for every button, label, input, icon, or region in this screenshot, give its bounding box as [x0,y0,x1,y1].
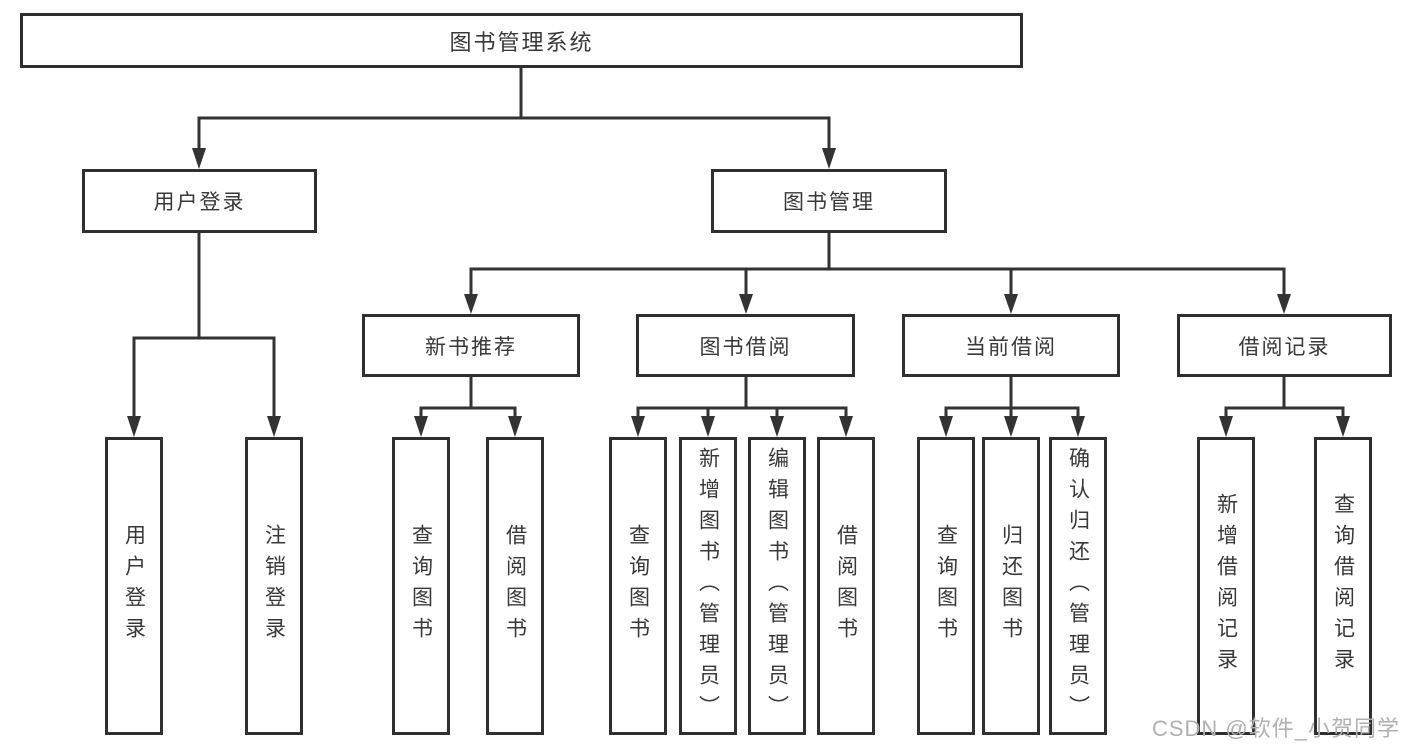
node-label: 借阅记录 [1238,335,1331,359]
node-label: 借阅图书 [503,524,527,648]
node-label: 确认归还（管理员） [1066,446,1090,726]
node-label: 新增借阅记录 [1214,493,1238,679]
leaf-query-books-current: 查询图书 [917,437,975,735]
node-label: 用户登录 [153,191,246,214]
node-new-book-recommend: 新书推荐 [362,314,580,377]
node-book-borrowing: 图书借阅 [636,314,855,377]
node-book-management: 图书管理 [711,169,947,233]
leaf-edit-book-admin: 编辑图书（管理员） [748,437,806,735]
node-label: 用户登录 [122,524,146,648]
node-label: 注销登录 [262,524,286,648]
node-label: 图书借阅 [699,335,792,359]
leaf-confirm-return-admin: 确认归还（管理员） [1049,437,1107,735]
node-user-login: 用户登录 [82,169,317,233]
node-current-borrowing: 当前借阅 [902,314,1120,377]
leaf-query-books-recommend: 查询图书 [392,437,450,735]
leaf-add-book-admin: 新增图书（管理员） [679,437,737,735]
csdn-watermark: CSDN @软件_小贺同学 [1151,716,1400,741]
node-borrowing-records: 借阅记录 [1177,314,1392,377]
leaf-add-borrow-record: 新增借阅记录 [1197,437,1255,735]
node-label: 查询图书 [626,524,650,648]
node-label: 图书管理系统 [449,29,594,55]
leaf-borrow-books-recommend: 借阅图书 [486,437,544,735]
node-label: 新书推荐 [425,335,517,359]
leaf-query-books-borrow: 查询图书 [609,437,667,735]
node-label: 新增图书（管理员） [696,446,720,726]
node-label: 查询借阅记录 [1331,493,1355,679]
node-label: 当前借阅 [965,335,1057,359]
leaf-query-borrow-record: 查询借阅记录 [1314,437,1372,735]
leaf-user-login: 用户登录 [105,437,163,735]
tree-edge-lines [132,66,1345,420]
node-label: 编辑图书（管理员） [765,446,789,726]
node-label: 借阅图书 [834,524,858,648]
node-library-management-system: 图书管理系统 [20,13,1023,68]
node-label: 图书管理 [783,191,875,214]
leaf-logout: 注销登录 [245,437,303,735]
node-label: 查询图书 [409,524,433,648]
leaf-borrow-books: 借阅图书 [817,437,875,735]
node-label: 归还图书 [999,524,1023,648]
leaf-return-book: 归还图书 [982,437,1040,735]
node-label: 查询图书 [934,524,958,648]
